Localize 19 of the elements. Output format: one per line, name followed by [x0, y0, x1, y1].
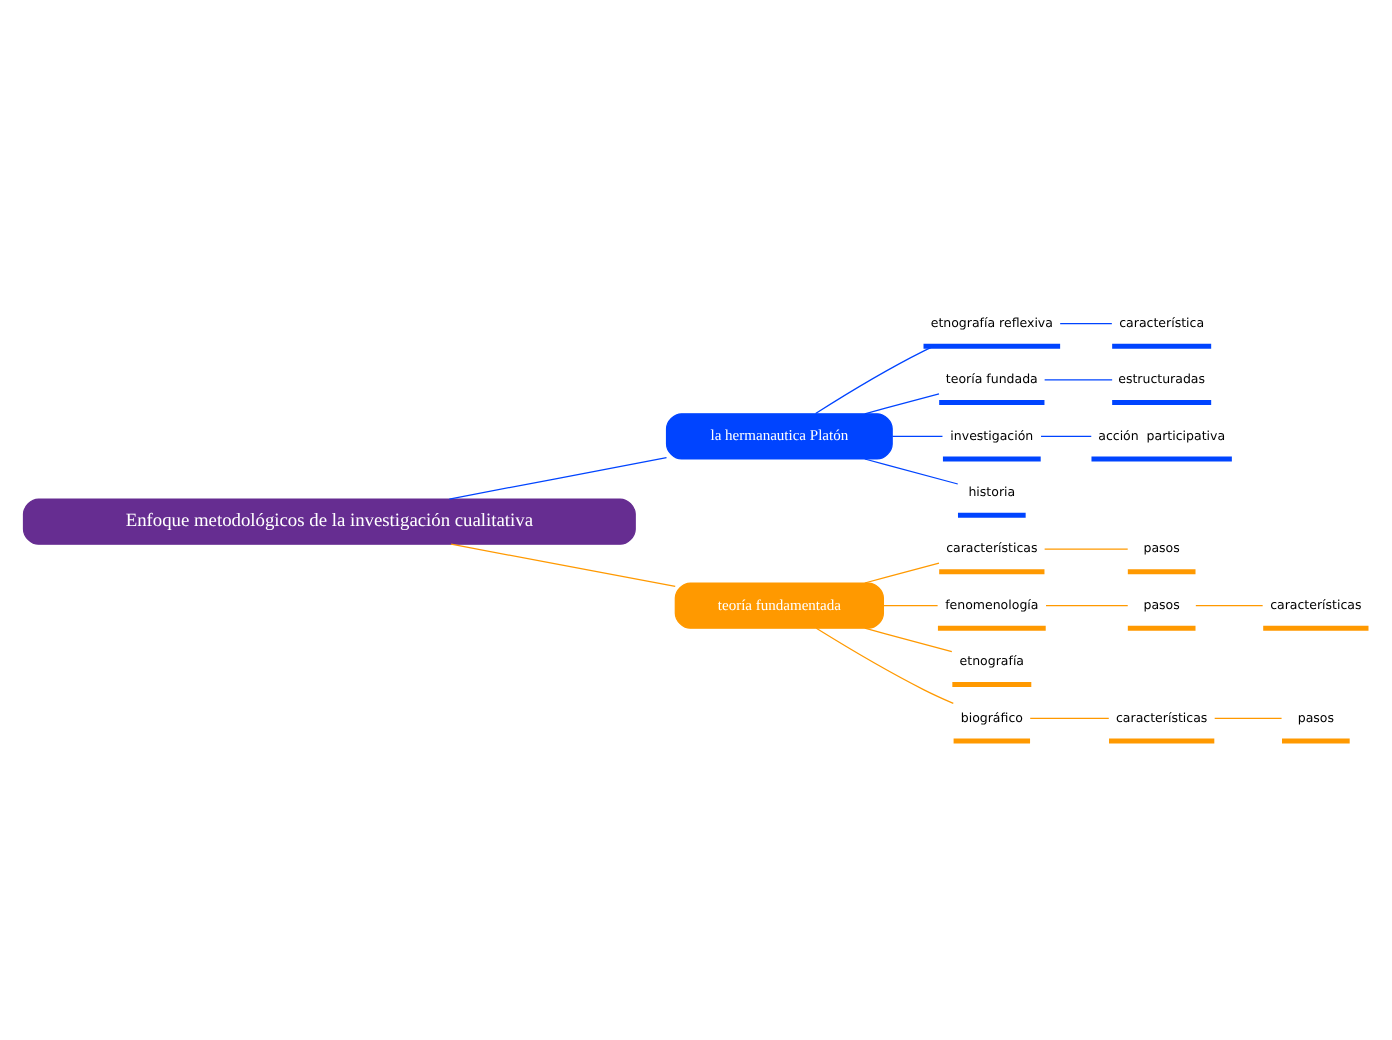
connector: [864, 626, 953, 652]
connector: [450, 542, 676, 586]
connector: [815, 626, 954, 703]
connector: [864, 561, 940, 583]
connector: [1029, 716, 1110, 719]
connector: [815, 344, 935, 414]
connector: [891, 434, 944, 436]
connector: [1044, 547, 1129, 549]
connector: [448, 456, 668, 499]
connector: [1040, 434, 1092, 436]
connector: [883, 604, 939, 606]
connector: [864, 392, 940, 414]
connector: [864, 457, 959, 484]
connector: [1195, 604, 1264, 606]
node-box: Enfoque metodológicos de la investigación cualitativa: [22, 497, 636, 544]
connector: [1044, 378, 1113, 380]
connector: [1214, 716, 1283, 719]
connector: [1059, 321, 1113, 324]
connector: [1045, 604, 1129, 606]
